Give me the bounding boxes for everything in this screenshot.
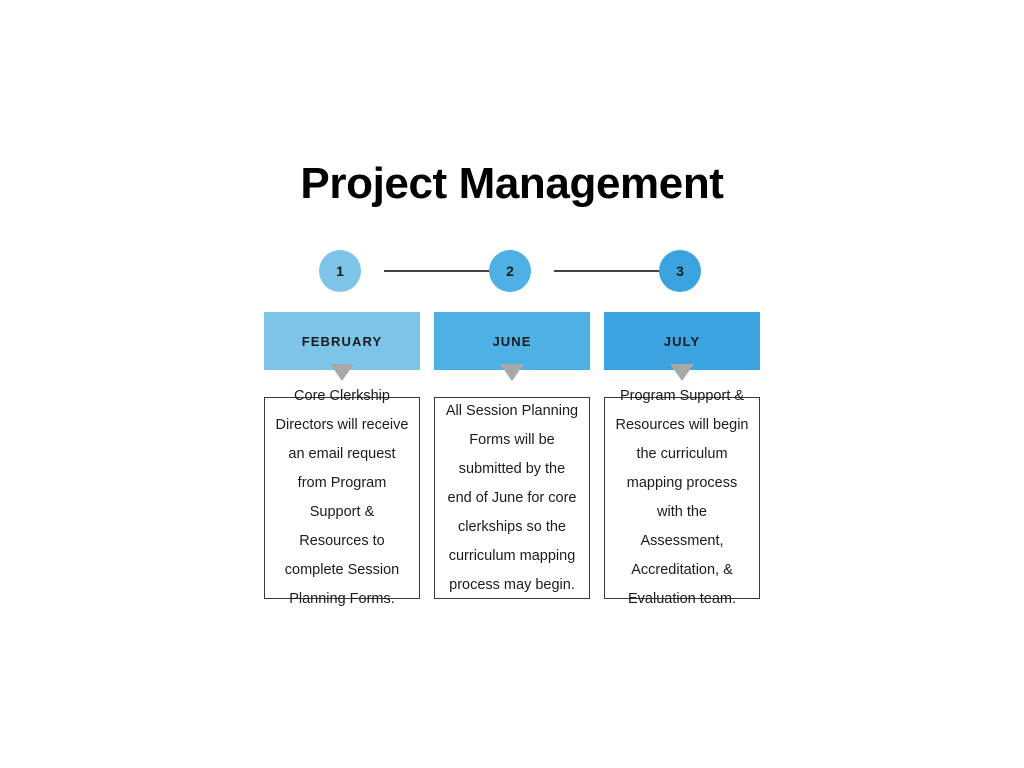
description-box-june: All Session Planning Forms will be submi… [434, 397, 590, 599]
step-number-circle-2[interactable]: 2 [489, 250, 531, 292]
arrow-step1-to-step2 [384, 267, 503, 275]
step-number-circle-1[interactable]: 1 [319, 250, 361, 292]
month-label: JUNE [492, 333, 532, 349]
description-text: Program Support & Resources will begin t… [615, 388, 749, 607]
bar-notch-triangle-icon [330, 364, 354, 381]
month-bar-june[interactable]: JUNE [434, 312, 590, 381]
bar-notch-triangle-icon [500, 364, 524, 381]
step-markers-row: 1 2 3 [264, 250, 760, 296]
step-number-circle-3[interactable]: 3 [659, 250, 701, 292]
process-timeline: 1 2 3 FEBRUARY J [264, 250, 760, 607]
month-label: FEBRUARY [301, 333, 383, 349]
arrow-line [554, 270, 672, 272]
description-boxes-row: Core Clerkship Directors will receive an… [264, 388, 760, 607]
month-label: JULY [663, 333, 701, 349]
description-box-february: Core Clerkship Directors will receive an… [264, 388, 420, 607]
page-title: Project Management [300, 159, 724, 208]
description-text: All Session Planning Forms will be submi… [445, 402, 579, 593]
month-bars-row: FEBRUARY JUNE JULY [264, 312, 760, 381]
bar-notch-triangle-icon [670, 364, 694, 381]
description-text: Core Clerkship Directors will receive an… [275, 388, 409, 607]
month-bar-february[interactable]: FEBRUARY [264, 312, 420, 381]
month-bar-july[interactable]: JULY [604, 312, 760, 381]
arrow-step2-to-step3 [554, 267, 673, 275]
description-box-july: Program Support & Resources will begin t… [604, 388, 760, 607]
arrow-line [384, 270, 502, 272]
